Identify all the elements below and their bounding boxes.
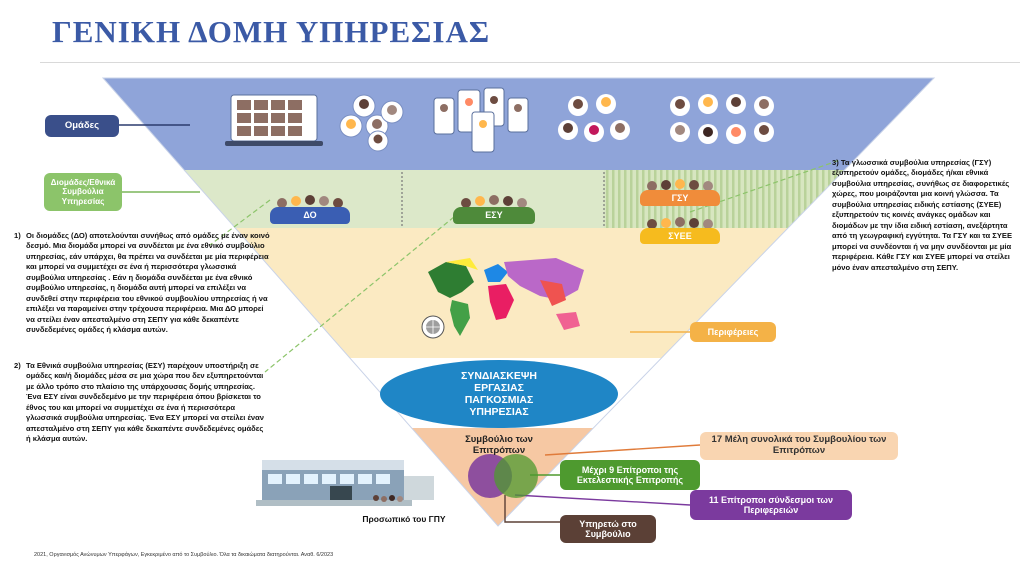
- syee-label: ΣΥΕΕ: [640, 228, 720, 244]
- note-2-text: Τα Εθνικά συμβούλια υπηρεσίας (ΕΣΥ) παρέ…: [26, 361, 264, 444]
- connector-members: [544, 444, 701, 456]
- staff-caption: Προσωπικό του ΓΠΥ: [362, 514, 446, 524]
- connector-note1: [209, 199, 271, 246]
- world-map-icon: [428, 258, 584, 336]
- gsy-label: ΓΣΥ: [640, 190, 720, 206]
- note-1-text: Οι διομάδες (ΔΟ) αποτελούνται συνήθως απ…: [26, 231, 270, 335]
- venn-green-circle: [494, 454, 538, 498]
- do-label: ΔΟ: [270, 207, 350, 224]
- title-divider: [40, 62, 1020, 63]
- note-3: 3) Τα γλωσσικά συμβούλια υπηρεσίας (ΓΣΥ)…: [832, 158, 1013, 272]
- connector-liaison: [514, 494, 691, 506]
- phone-meeting-icon: [433, 87, 529, 153]
- connector-note2: [264, 211, 461, 373]
- esy-label: ΕΣΥ: [453, 207, 535, 224]
- board-label: Συμβούλιο των Επιτρόπων: [465, 434, 533, 456]
- note-2-number: 2): [14, 361, 21, 370]
- note-1: 1) Οι διομάδες (ΔΟ) αποτελούνται συνήθως…: [14, 231, 270, 336]
- note-1-number: 1): [14, 231, 21, 240]
- gsy-people-icon: [647, 179, 713, 191]
- syee-people-icon: [647, 217, 713, 229]
- dn-nsa-label: Διομάδες/Εθνικά Συμβούλια Υπηρεσίας: [44, 173, 122, 211]
- people-circle-icon: [339, 94, 404, 152]
- group-faces-icon: [558, 94, 630, 142]
- note-2: 2) Τα Εθνικά συμβούλια υπηρεσίας (ΕΣΥ) π…: [14, 361, 270, 445]
- regions-label: Περιφέρειες: [690, 322, 776, 342]
- connector-serve: [504, 495, 560, 523]
- esy-people-icon: [461, 195, 527, 208]
- footer-copyright: 2021, Οργανισμός Ανώνυμων Υπερφάγων, Εγκ…: [34, 552, 334, 558]
- video-call-icon: [225, 94, 323, 146]
- globe-seal-icon: [421, 315, 445, 339]
- groups-label: Ομάδες: [45, 115, 119, 137]
- liaison11-label: 11 Επίτροποι σύνδεσμοι των Περιφερειών: [690, 490, 852, 520]
- serve-label: Υπηρετώ στο Συμβούλιο: [560, 515, 656, 543]
- building-icon: [256, 460, 434, 506]
- do-people-icon: [277, 195, 343, 208]
- crowd-faces-icon: [670, 94, 774, 144]
- conference-label: ΣΥΝΔΙΑΣΚΕΨΗ ΕΡΓΑΣΙΑΣ ΠΑΓΚΟΣΜΙΑΣ ΥΠΗΡΕΣΙΑ…: [461, 369, 537, 419]
- funnel-outline: [101, 77, 936, 527]
- conference-ellipse: [380, 360, 618, 428]
- members17-label: 17 Μέλη συνολικά του Συμβουλίου των Επιτ…: [700, 432, 898, 460]
- page-title: ΓΕΝΙΚΗ ΔΟΜΗ ΥΠΗΡΕΣΙΑΣ: [52, 14, 491, 49]
- exec9-label: Μέχρι 9 Επίτροποι της Εκτελεστικής Επιτρ…: [560, 460, 700, 490]
